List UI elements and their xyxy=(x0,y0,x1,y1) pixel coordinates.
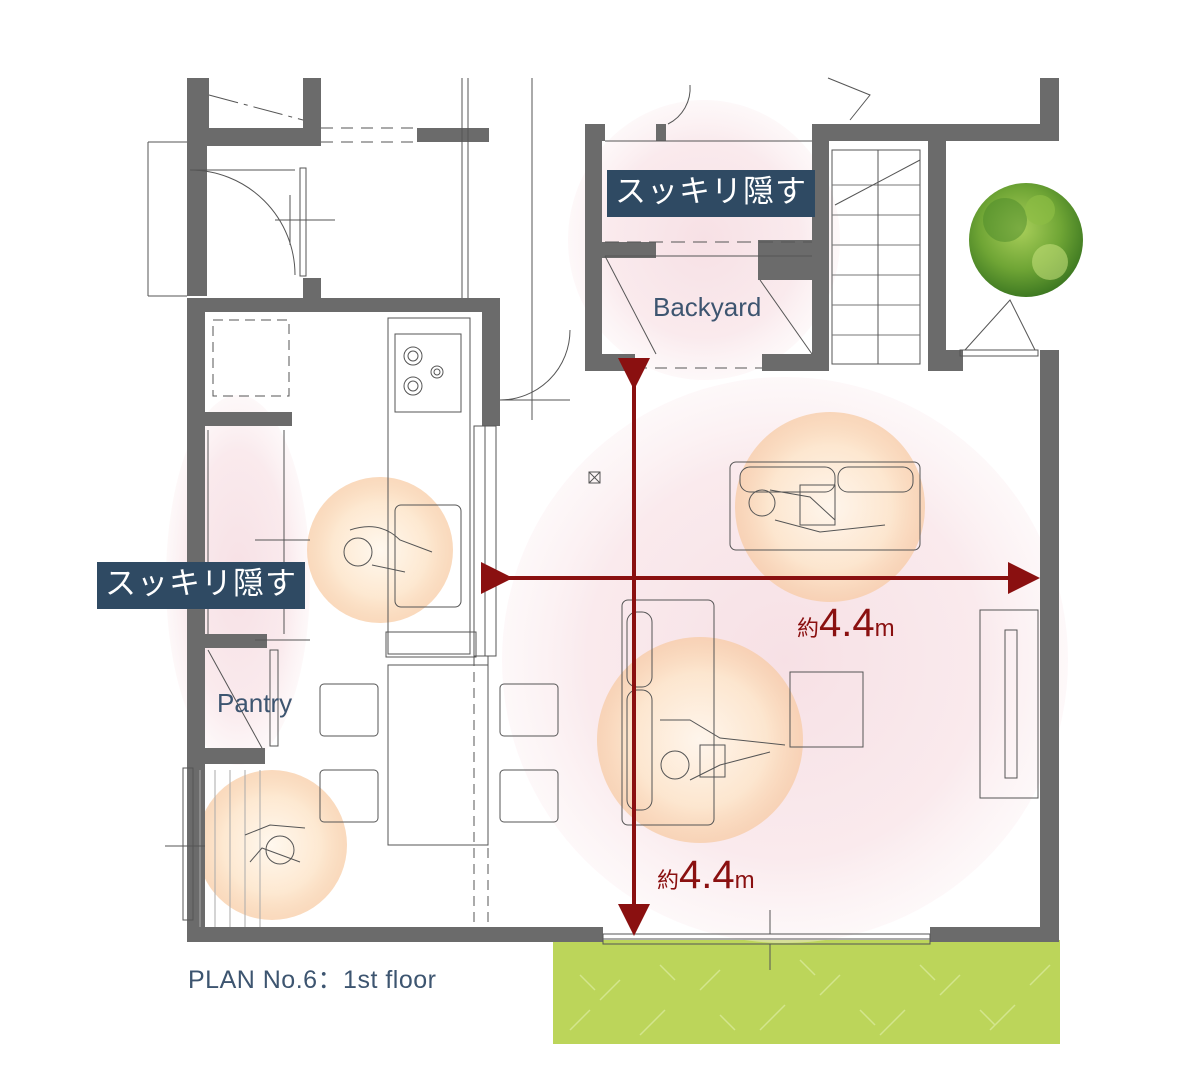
dimension-value: 4.4 xyxy=(679,853,735,897)
vertical-dimension-label: 約4.4m xyxy=(657,855,755,895)
tree-illustration xyxy=(969,183,1083,297)
dimension-arrows xyxy=(481,358,1040,936)
plan-caption: PLAN No.6：1st floor xyxy=(188,966,437,994)
dimension-prefix: 約 xyxy=(657,869,680,894)
pantry-hide-tag: スッキリ隠す xyxy=(97,562,305,609)
room-label-backyard: Backyard xyxy=(653,292,762,322)
dimension-value: 4.4 xyxy=(819,601,875,645)
lawn xyxy=(553,940,1060,1044)
room-label-pantry: Pantry xyxy=(217,688,293,718)
horizontal-dimension-label: 約4.4m xyxy=(797,603,895,643)
backyard-hide-tag: スッキリ隠す xyxy=(607,170,815,217)
dimension-prefix: 約 xyxy=(797,617,820,642)
walls xyxy=(187,78,1059,942)
dimension-unit: m xyxy=(734,867,755,894)
dimension-unit: m xyxy=(874,615,895,642)
